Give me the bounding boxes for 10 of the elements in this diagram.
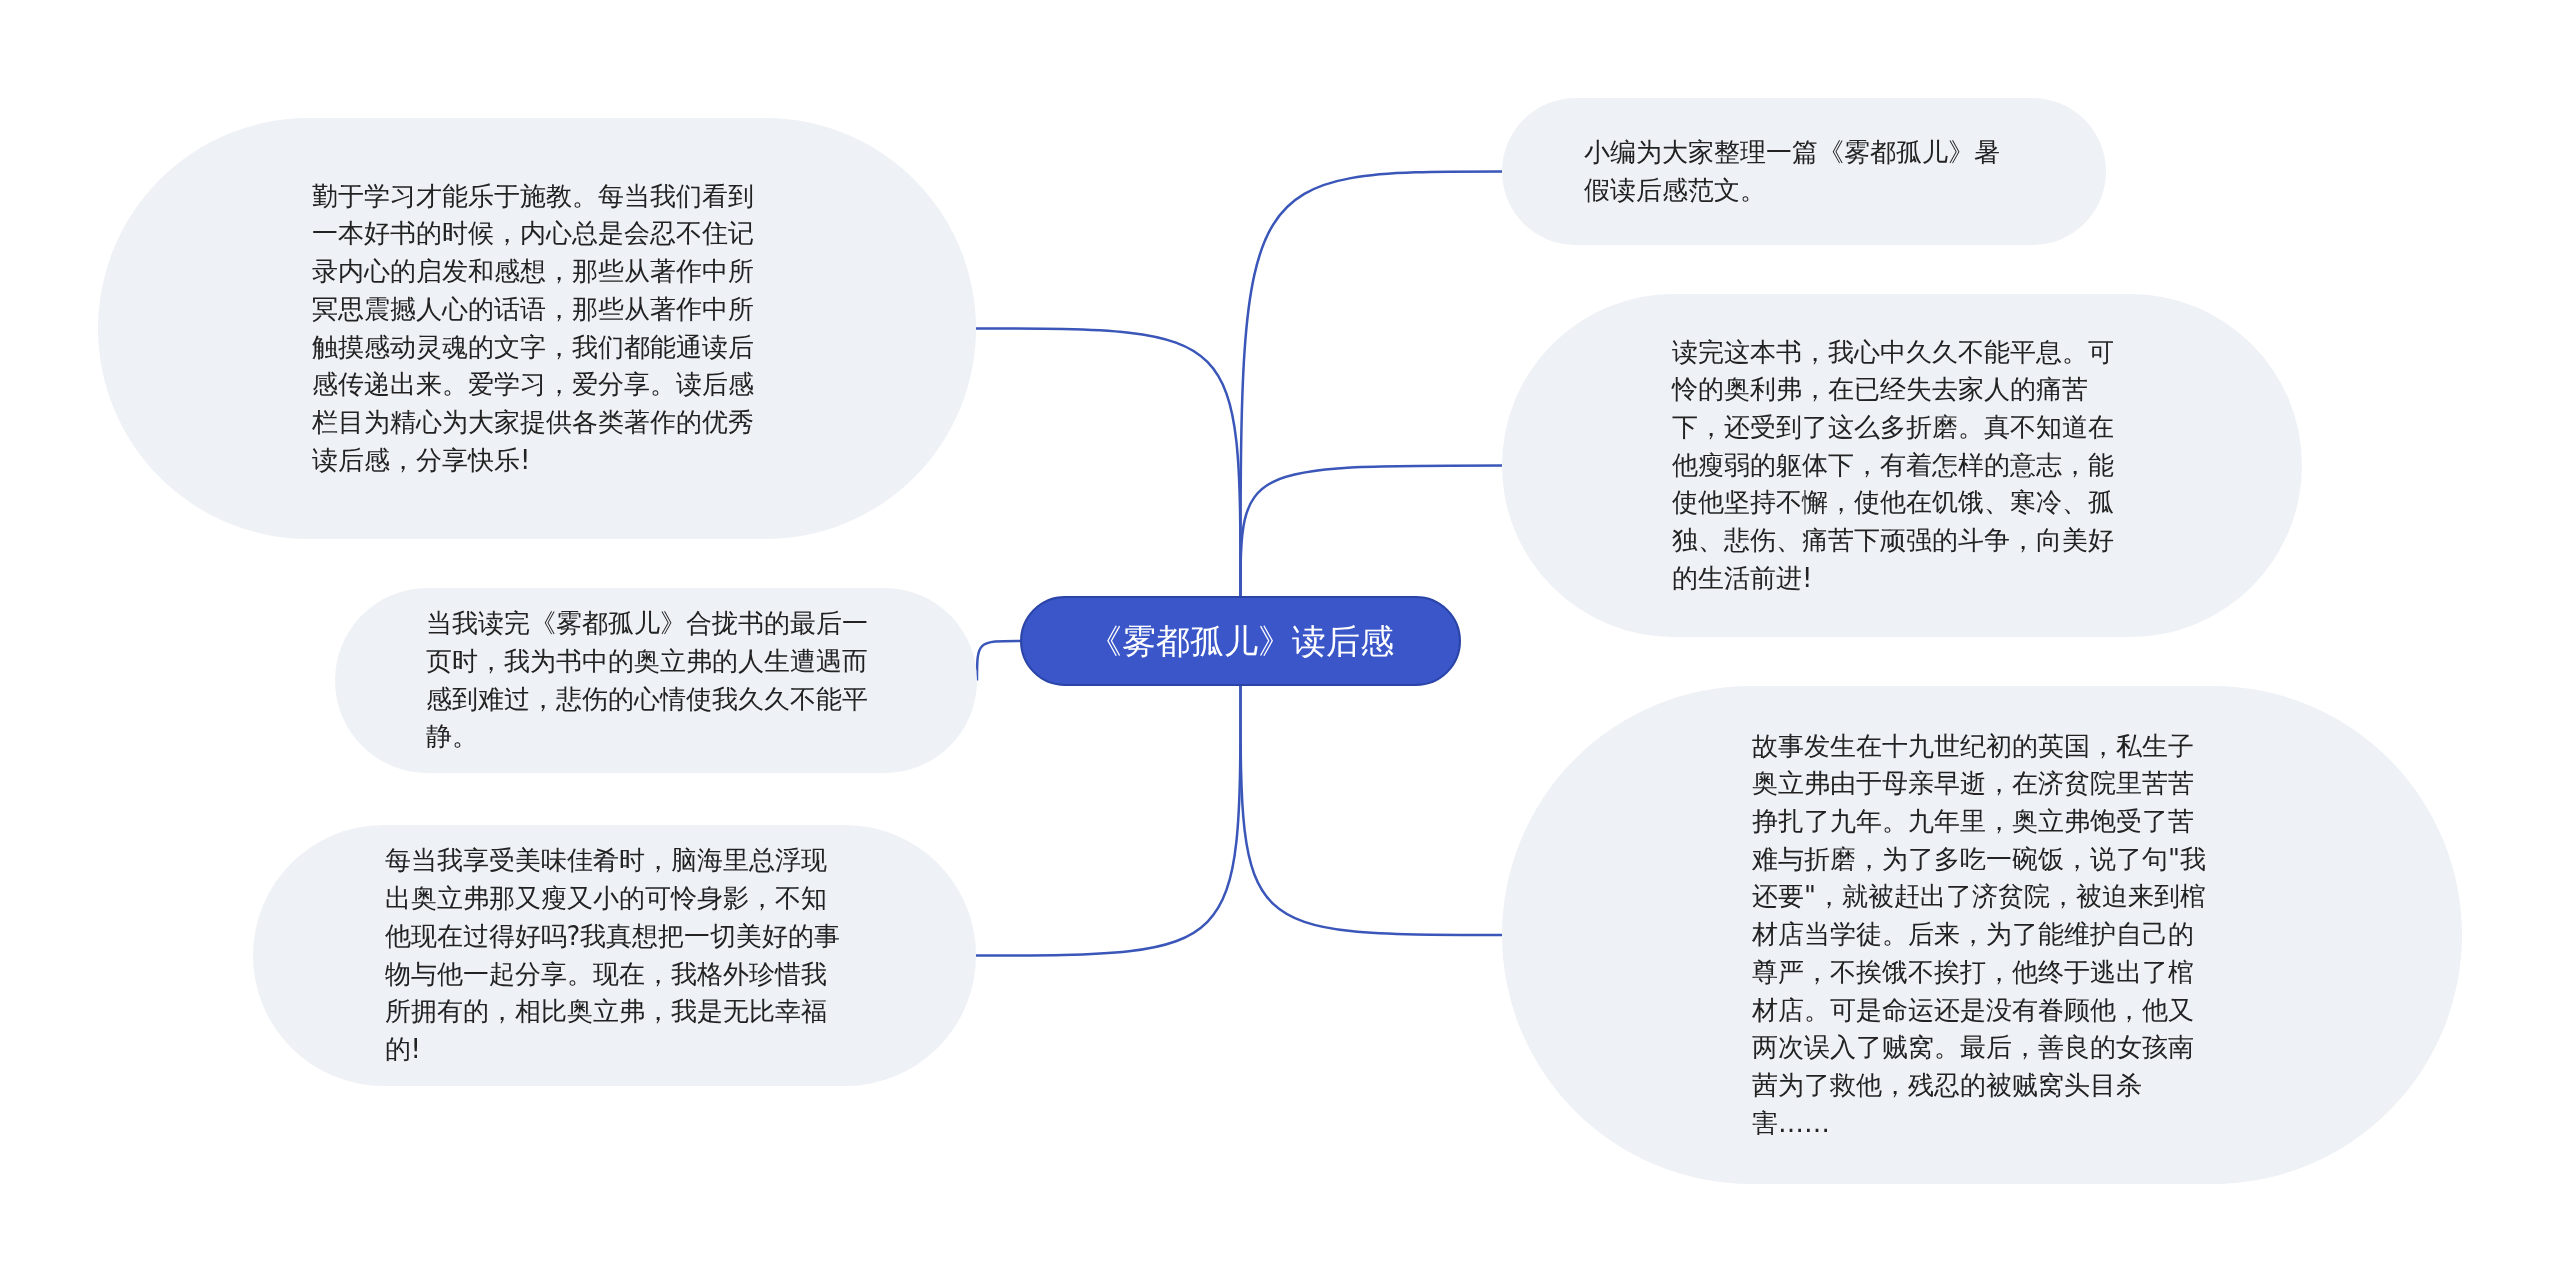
node-text: 当我读完《雾都孤儿》合拢书的最后一页时，我为书中的奥立弗的人生遭遇而感到难过，悲伤的心情使我久久不能平静。 <box>426 607 869 754</box>
connector-line <box>1239 464 1502 596</box>
node-text: 勤于学习才能乐于施教。每当我们看到一本好书的时候，内心总是会忍不住记录内心的启发和感想，那些从著作中所冥思震撼人心的话语，那些从著作中所触摸感动灵魂的文字，我们都能通读后感传递出来。爱学习，爱分享。读后感栏目为精心为大家提供各类著作的优秀读后感，分享快乐! <box>312 179 755 477</box>
node-text: 每当我享受美味佳肴时，脑海里总浮现出奥立弗那又瘦又小的可怜身影，不知他现在过得好吗?我真想把一切美好的事物与他一起分享。现在，我格外珍惜我所拥有的，相比奥立弗，我是无比幸福的! <box>384 844 842 1066</box>
node-text: 读完这本书，我心中久久不能平息。可怜的奥利弗，在已经失去家人的痛苦下，还受到了这么多折磨。真不知道在他瘦弱的躯体下，有着怎样的意志，能使他坚持不懈，使他在饥饿、寒冷、孤独、悲伤、痛苦下顽强的斗争，向美好的生活前进! <box>1672 335 2115 595</box>
connector-line <box>1239 686 1502 937</box>
node-text: 《雾都孤儿》读后感 <box>1086 619 1395 663</box>
connector-line <box>975 639 1020 681</box>
node-text: 故事发生在十九世纪初的英国，私生子奥立弗由于母亲早逝，在济贫院里苦苦挣扎了九年。九年里，奥立弗饱受了苦难与折磨，为了多吃一碗饭，说了句"我还要"，就被赶出了济贫院，被迫来到棺材店当学徒。后来，为了能维护自己的尊严，不挨饿不挨打，他终于逃出了棺材店。可是命运还是没有眷顾他，他又两次误入了贼窝。最后，善良的女孩南茜为了救他，残忍的被贼窝头目杀害…… <box>1752 729 2207 1140</box>
node-text: 小编为大家整理一篇《雾都孤儿》暑假读后感范文。 <box>1584 135 2001 207</box>
